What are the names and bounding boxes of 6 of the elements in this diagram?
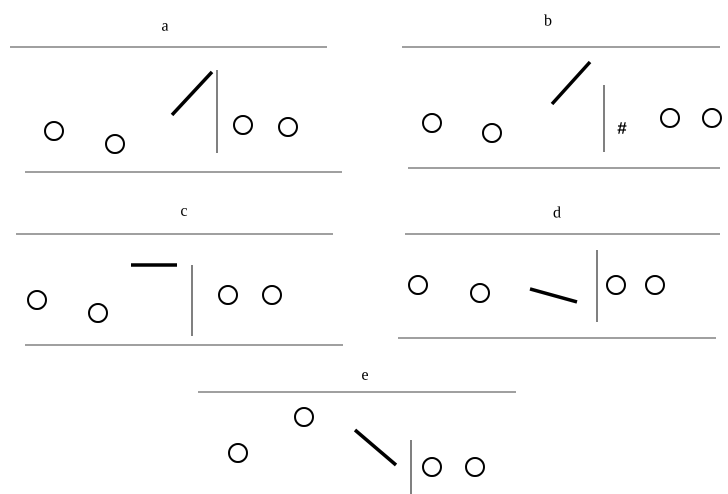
- panel-label: a: [162, 23, 168, 31]
- panel-label: e: [362, 372, 368, 380]
- panel-label: d: [554, 206, 561, 218]
- symbol-label: #: [618, 122, 626, 134]
- panel-label: b: [544, 14, 552, 26]
- panel-label: c: [181, 208, 188, 216]
